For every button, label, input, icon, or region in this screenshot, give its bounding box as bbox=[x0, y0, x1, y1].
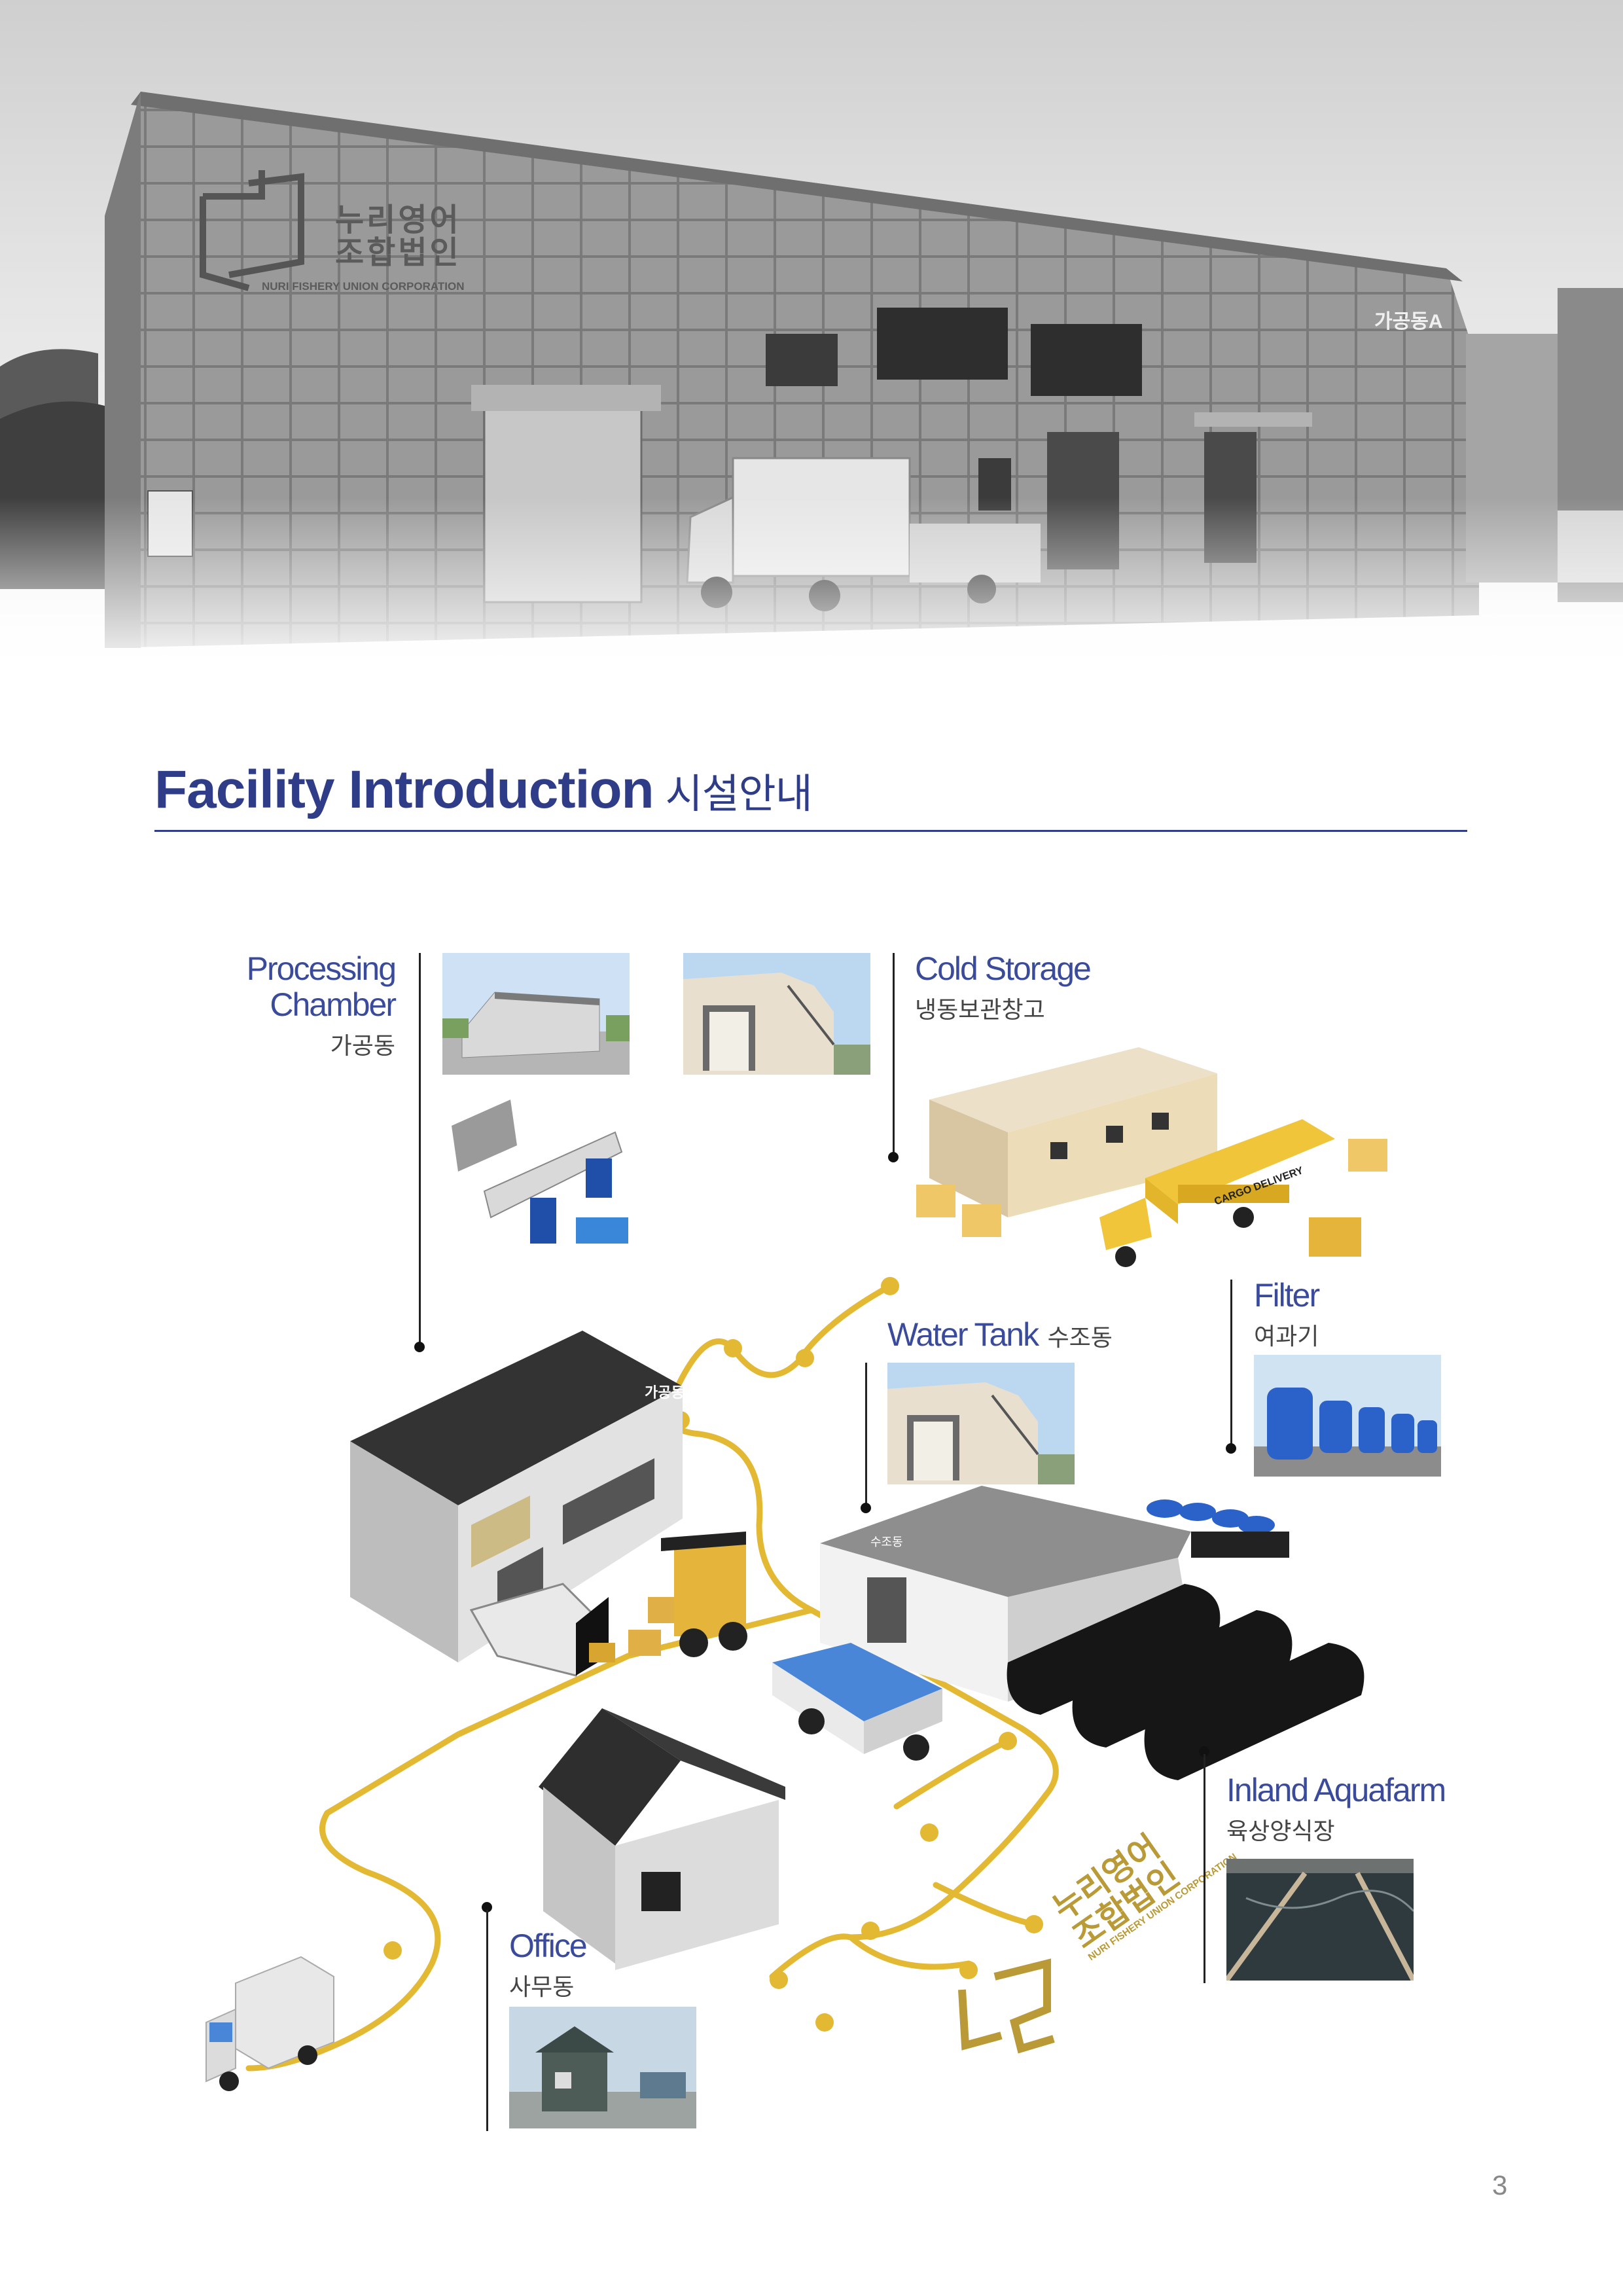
corp-logo-mark bbox=[958, 1958, 1055, 2054]
illustration-building-sign: 가공동 bbox=[645, 1384, 685, 1401]
label-inland-aquafarm: Inland Aquafarm 육상양식장 bbox=[1226, 1772, 1446, 1846]
processing-line-illustration bbox=[452, 1100, 628, 1244]
hero-building-label: 가공동A bbox=[1374, 311, 1443, 332]
water-tank-photo bbox=[887, 1363, 1075, 1484]
cold-storage-en: Cold Storage bbox=[915, 950, 1092, 987]
aquafarm-ko: 육상양식장 bbox=[1226, 1818, 1335, 1844]
hero-building-photo: 누리영어 조합법인 NURI FISHERY UNION CORPORATION… bbox=[0, 0, 1623, 681]
hero-sign-line1: 누리영어 bbox=[335, 203, 461, 238]
forklift bbox=[661, 1532, 747, 1657]
building-illustration bbox=[0, 92, 1623, 681]
label-office: Office 사무동 bbox=[509, 1928, 588, 2002]
fish-transport-truck bbox=[772, 1643, 942, 1761]
processing-photo bbox=[442, 953, 630, 1075]
illustration-tank-sign: 수조동 bbox=[870, 1535, 903, 1549]
office-house bbox=[539, 1708, 785, 1970]
water-tank-en: Water Tank bbox=[887, 1316, 1039, 1353]
cold-storage-ko: 냉동보관창고 bbox=[915, 996, 1045, 1023]
aquafarm-en: Inland Aquafarm bbox=[1226, 1772, 1446, 1808]
cold-storage-leader-line bbox=[893, 953, 895, 1156]
processing-en-2: Chamber bbox=[270, 986, 397, 1023]
blue-filter-tanks bbox=[1147, 1499, 1289, 1558]
inland-aquafarm-greenhouses bbox=[1007, 1584, 1364, 1780]
cold-storage-building bbox=[929, 1047, 1217, 1217]
processing-ko: 가공동 bbox=[330, 1032, 395, 1059]
hero-sign-en: NURI FISHERY UNION CORPORATION bbox=[262, 280, 465, 293]
delivery-van bbox=[469, 1583, 681, 1677]
office-leader-dot bbox=[482, 1902, 492, 1912]
filter-leader-line bbox=[1230, 1280, 1232, 1450]
office-en: Office bbox=[509, 1928, 588, 1964]
hero-sign-line2: 조합법인 bbox=[335, 236, 461, 271]
label-filter: Filter 여과기 bbox=[1254, 1277, 1320, 1352]
pallet-boxes bbox=[916, 1139, 1387, 1257]
title-underline bbox=[154, 830, 1467, 832]
office-photo bbox=[509, 2007, 696, 2128]
aquafarm-photo bbox=[1226, 1859, 1414, 1981]
filter-photo bbox=[1254, 1355, 1441, 1477]
water-tank-leader-line bbox=[865, 1363, 867, 1507]
page-title-ko: 시설안내 bbox=[665, 772, 813, 817]
label-cold-storage: Cold Storage 냉동보관창고 bbox=[915, 950, 1092, 1025]
cold-storage-leader-dot bbox=[888, 1152, 899, 1162]
processing-leader-line bbox=[419, 953, 421, 1346]
processing-en-1: Processing bbox=[246, 950, 397, 987]
aquafarm-leader-dot bbox=[1199, 1746, 1209, 1757]
filter-ko: 여과기 bbox=[1254, 1323, 1319, 1350]
water-tank-leader-dot bbox=[861, 1503, 871, 1513]
processing-photo-2 bbox=[683, 953, 870, 1075]
filter-leader-dot bbox=[1226, 1443, 1236, 1454]
label-processing: Processing Chamber 가공동 bbox=[246, 950, 397, 1061]
cargo-delivery-truck bbox=[1099, 1119, 1335, 1267]
page-number: 3 bbox=[1492, 2170, 1508, 2200]
facility-map-illustration bbox=[205, 1047, 1387, 2091]
page-title-en: Facility Introduction bbox=[154, 760, 654, 819]
label-water-tank: Water Tank 수조동 bbox=[887, 1317, 1113, 1353]
office-ko: 사무동 bbox=[509, 1973, 575, 2000]
route-path bbox=[245, 1283, 1059, 2072]
office-leader-line bbox=[486, 1910, 488, 2131]
filter-en: Filter bbox=[1254, 1277, 1320, 1314]
water-tank-ko: 수조동 bbox=[1047, 1324, 1113, 1351]
processing-building bbox=[350, 1331, 683, 1662]
processing-leader-dot bbox=[414, 1342, 425, 1352]
small-truck bbox=[205, 1956, 334, 2091]
aquafarm-leader-line bbox=[1204, 1754, 1205, 1983]
